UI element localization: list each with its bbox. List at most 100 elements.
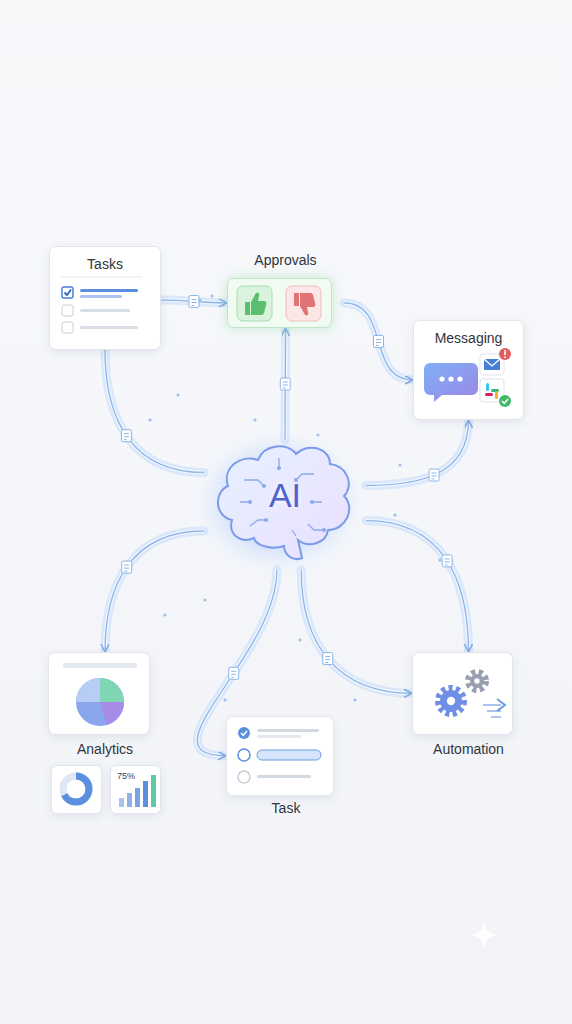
graphic-rect (80, 326, 138, 329)
graphic-path (301, 570, 412, 693)
graphic-path (325, 657, 330, 663)
task-card (226, 716, 334, 796)
graphic-path (376, 339, 381, 345)
chart-value: 75% (117, 771, 135, 782)
graphic-circle (203, 598, 206, 601)
graphic-path (105, 350, 204, 473)
graphic-rect (143, 781, 148, 807)
graphic-path (366, 521, 469, 652)
graphic-path (366, 420, 469, 486)
graphic-rect (237, 286, 272, 321)
graphic-path (424, 363, 478, 402)
graphic-rect (122, 561, 132, 573)
donut-card (51, 765, 102, 814)
graphic-path (294, 293, 315, 315)
graphic-circle (440, 690, 462, 712)
graphic-path (105, 350, 204, 473)
thumb-icons (228, 279, 333, 329)
graphic-rect (485, 393, 493, 396)
graphic-path (76, 678, 100, 702)
graphic-path (366, 521, 469, 652)
graphic-path (105, 531, 204, 652)
graphic-path (432, 473, 437, 479)
graphic-circle (398, 463, 401, 466)
node-title: Tasks (50, 256, 160, 273)
graphic-rect (62, 305, 73, 316)
graphic-circle (198, 298, 201, 301)
graphic-path (497, 699, 505, 711)
graphic-circle (448, 376, 453, 381)
graphic-circle (439, 376, 444, 381)
graphic-rect (135, 788, 140, 807)
graphic-circle (298, 638, 301, 641)
graphic-circle (148, 418, 151, 421)
graphic-rect (229, 667, 239, 679)
graphic-path (366, 420, 469, 486)
graphic-rect (486, 383, 489, 391)
graphic-path (245, 293, 266, 315)
gears-icon (413, 653, 514, 736)
graphic-path (470, 920, 498, 950)
graphic-circle (163, 613, 166, 616)
graphic-circle (393, 513, 396, 516)
donut-chart (52, 766, 101, 813)
graphic-circle (238, 771, 250, 783)
graphic-rect (280, 378, 290, 390)
graphic-rect (62, 287, 73, 298)
automation-card (412, 652, 513, 735)
graphic-path (105, 531, 204, 652)
graphic-rect (257, 735, 301, 738)
app-node: Analytics (48, 652, 162, 758)
graphic-line (60, 277, 142, 278)
graphic-rect (429, 469, 439, 481)
graphic-rect (80, 289, 138, 292)
graphic-path (301, 570, 412, 693)
app-node: Automation (412, 652, 525, 758)
approval-card (227, 278, 332, 328)
flow-connector (105, 531, 204, 652)
graphic-circle (499, 348, 511, 360)
graphic-circle (264, 518, 268, 522)
graphic-rect (257, 775, 311, 778)
graphic-rect (119, 798, 124, 807)
graphic-path (344, 303, 413, 380)
graphic-circle (504, 356, 506, 358)
node-title: Task (226, 800, 346, 817)
graphic-circle (470, 674, 484, 688)
graphic-path (124, 434, 129, 440)
graphic-rect (189, 296, 199, 308)
flow-connector (301, 570, 412, 693)
graphic-circle (322, 528, 326, 532)
hub-label: AI (204, 476, 366, 515)
graphic-rect (127, 793, 132, 807)
graphic-path (283, 382, 288, 388)
graphic-circle (253, 418, 256, 421)
graphic-rect (257, 729, 319, 732)
graphic-rect (504, 350, 506, 355)
graphic-circle (63, 776, 89, 802)
pie-chart (49, 653, 151, 736)
graphic-circle (176, 393, 179, 396)
checklist-icon (227, 717, 335, 797)
flow-connector (161, 296, 227, 308)
graphic-path (445, 559, 450, 565)
graphic-circle (499, 395, 511, 407)
graphic-rect (80, 295, 122, 298)
graphic-rect (374, 335, 384, 347)
graphic-path (231, 671, 236, 677)
graphic-circle (457, 376, 462, 381)
graphic-path (124, 565, 129, 571)
graphic-path (484, 359, 500, 366)
graphic-circle (438, 558, 441, 561)
graphic-circle (262, 484, 266, 488)
graphic-circle (474, 678, 479, 683)
graphic-circle (438, 688, 464, 714)
node-title: Automation (412, 741, 525, 758)
graphic-path (344, 303, 413, 380)
graphic-path (366, 521, 469, 652)
analytics-card (48, 652, 150, 735)
sparkle (470, 920, 498, 950)
graphic-path (366, 420, 469, 486)
graphic-ellipse (184, 422, 374, 582)
graphic-path (301, 570, 412, 693)
